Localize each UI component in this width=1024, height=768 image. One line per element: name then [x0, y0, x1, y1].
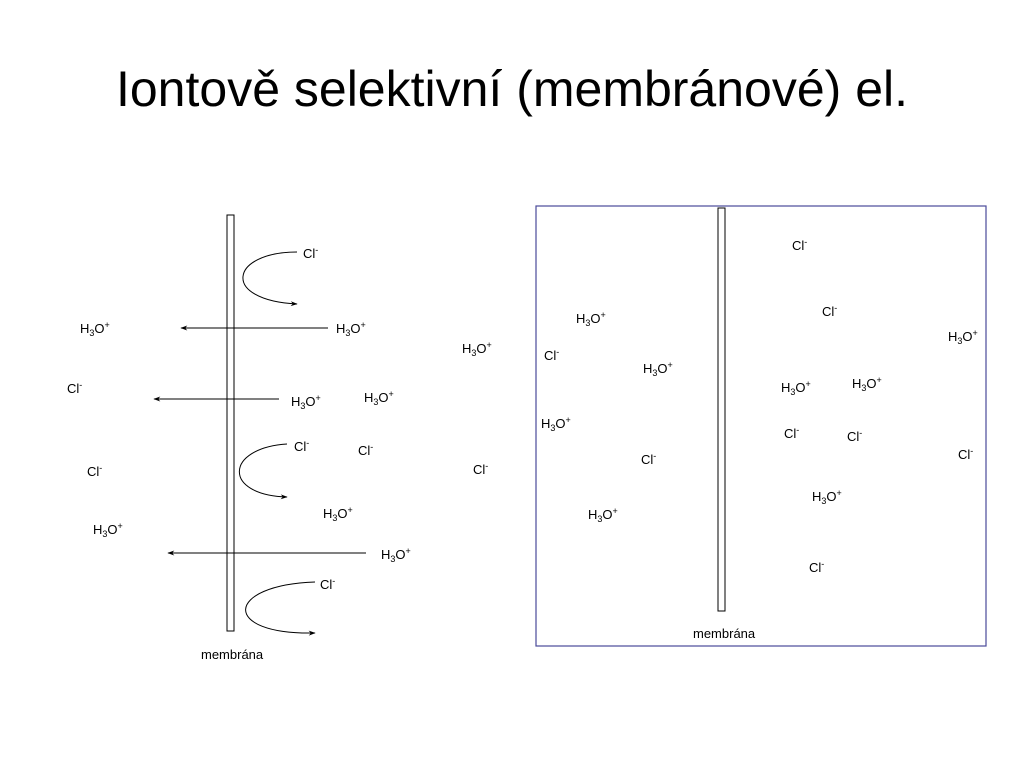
ion-h3o-plus: H3O+	[781, 379, 811, 397]
left-membrane-label: membrána	[201, 647, 264, 662]
curved-arrow-cl-1	[242, 251, 298, 307]
ion-h3o-plus: H3O+	[541, 415, 571, 433]
ion-h3o-plus: H3O+	[948, 328, 978, 346]
ion-cl-minus: Cl-	[473, 461, 489, 477]
right-membrane-label: membrána	[693, 626, 756, 641]
ion-h3o-plus: H3O+	[588, 506, 618, 524]
ion-cl-minus: Cl-	[67, 380, 83, 396]
ion-cl-minus: Cl-	[303, 245, 319, 261]
ion-h3o-plus: H3O+	[462, 340, 492, 358]
left-membrane	[226, 214, 235, 632]
curved-arrow-cl-3	[245, 581, 316, 636]
ion-h3o-plus: H3O+	[291, 393, 321, 411]
ion-cl-minus: Cl-	[958, 446, 974, 462]
slide-title: Iontově selektivní (membránové) el.	[115, 61, 909, 117]
ion-h3o-plus: H3O+	[812, 488, 842, 506]
ion-cl-minus: Cl-	[87, 463, 103, 479]
right-panel-frame	[535, 205, 987, 647]
ion-cl-minus: Cl-	[784, 425, 800, 441]
ion-cl-minus: Cl-	[847, 428, 863, 444]
ion-h3o-plus: H3O+	[336, 320, 366, 338]
ion-h3o-plus: H3O+	[323, 505, 353, 523]
ion-h3o-plus: H3O+	[381, 546, 411, 564]
ion-cl-minus: Cl-	[641, 451, 657, 467]
right-membrane	[717, 207, 726, 612]
ion-cl-minus: Cl-	[294, 438, 310, 454]
ion-cl-minus: Cl-	[822, 303, 838, 319]
ion-h3o-plus: H3O+	[643, 360, 673, 378]
ion-cl-minus: Cl-	[358, 442, 374, 458]
ion-h3o-plus: H3O+	[80, 320, 110, 338]
ion-h3o-plus: H3O+	[364, 389, 394, 407]
ion-cl-minus: Cl-	[544, 347, 560, 363]
ion-cl-minus: Cl-	[792, 237, 808, 253]
ion-h3o-plus: H3O+	[852, 375, 882, 393]
curved-arrow-cl-2	[238, 443, 288, 500]
ion-cl-minus: Cl-	[809, 559, 825, 575]
ion-cl-minus: Cl-	[320, 576, 336, 592]
ion-h3o-plus: H3O+	[576, 310, 606, 328]
ion-h3o-plus: H3O+	[93, 521, 123, 539]
